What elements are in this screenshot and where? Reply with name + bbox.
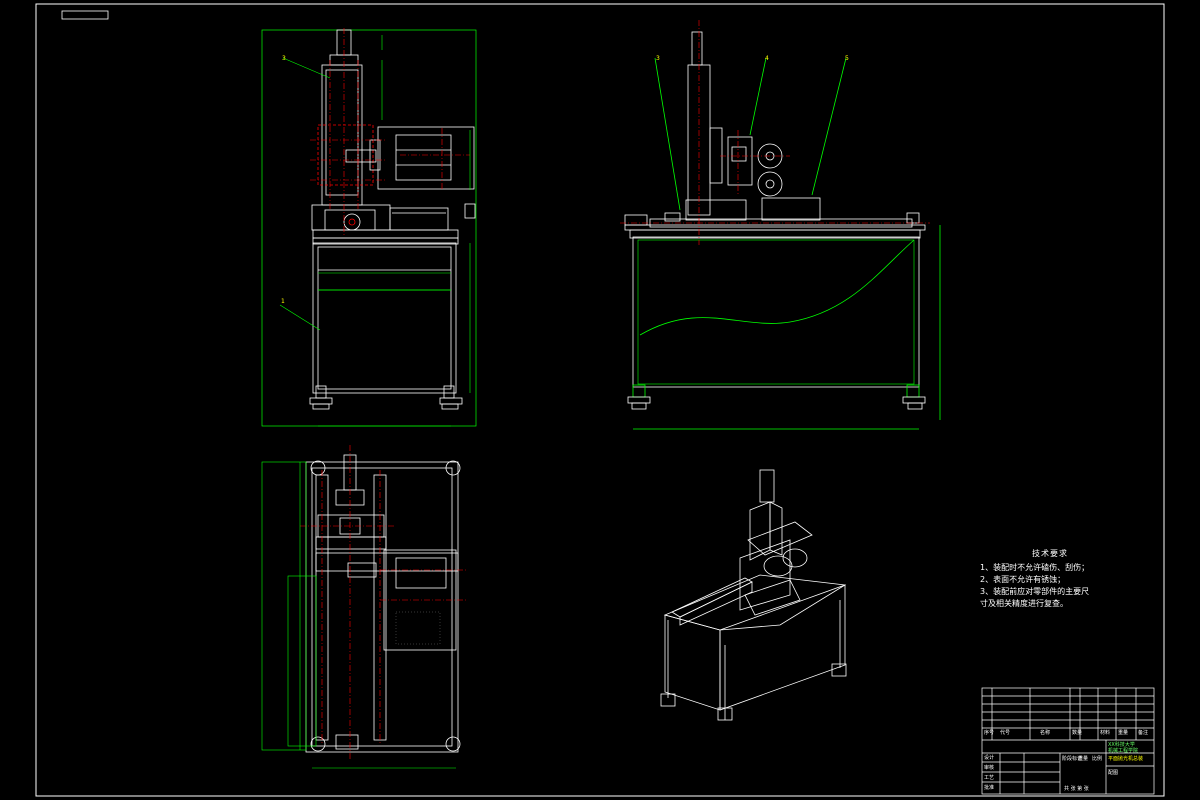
front-tag-1: 1 [281,298,285,305]
side-tag-3: 3 [656,55,660,62]
note-item-3: 3、装配前应对零部件的主要尺 [980,587,1090,596]
title-block [981,687,1155,795]
top-centerlines [300,445,468,760]
side-curve [633,57,941,430]
front-centerlines [310,28,470,236]
notes-title: 技术要求 [1032,549,1068,558]
note-item-2: 2、表面不允许有锈蚀； [980,575,1066,584]
top-dimensions [261,461,456,769]
top-view [305,454,461,753]
top-grid [395,611,441,645]
note-item-1: 1、装配时不允许磕伤、刮伤； [980,563,1090,572]
note-item-4: 寸及相关精度进行复查。 [980,599,1068,608]
technical-notes: 技术要求 1、装配时不允许磕伤、刮伤； 2、表面不允许有锈蚀； 3、装配前应对零… [980,548,1120,610]
side-tag-4: 4 [765,55,769,62]
side-centerlines [620,20,930,245]
front-tag-3: 3 [282,55,286,62]
iso-view [660,469,847,721]
front-view [261,29,477,427]
outer-border [35,3,1165,797]
front-dimensions [279,35,471,427]
tab-box [61,10,109,20]
side-tag-5: 5 [845,55,849,62]
side-view [624,31,926,410]
